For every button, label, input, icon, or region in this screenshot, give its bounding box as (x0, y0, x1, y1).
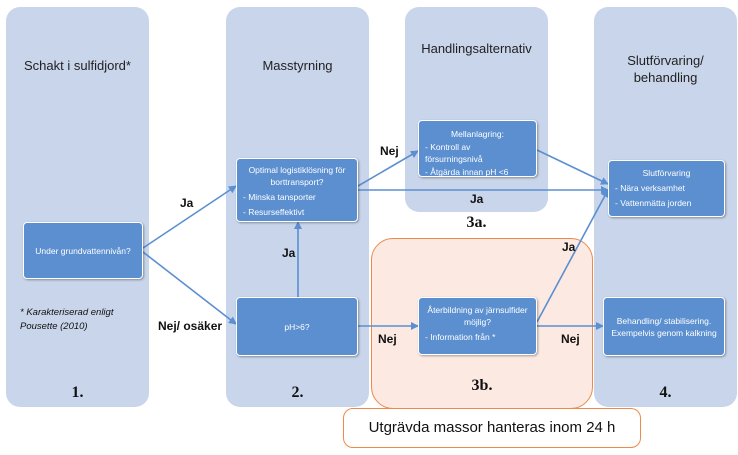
list-item: - Nära verksamhet (615, 183, 685, 193)
list-item: - Minska tansporter (243, 192, 316, 202)
arrow-grundvatten-to-ph (142, 251, 237, 325)
list-item: - Resurseffektivt (243, 207, 305, 217)
box-under-grundvattenniva: Under grundvattennivån? (23, 222, 143, 279)
box-slutforvaring-title: Slutförvaring (642, 168, 691, 178)
column-1: Schakt i sulfidjord* 1. (6, 7, 149, 407)
column-4-number: 4. (659, 384, 672, 401)
box-mellanlagring-title: Mellanlagring: (451, 129, 504, 139)
label-nej-3b-right: Nej (561, 332, 580, 346)
region-3b-number: 3b. (471, 377, 493, 394)
time-limit-box: Utgrävda massor hanteras inom 24 h (343, 408, 641, 448)
column-3a-title: Handlingsalternativ (421, 41, 532, 56)
column-2-title: Masstyrning (262, 58, 333, 73)
column-3a-number: 3a. (466, 214, 487, 231)
characterization-note: * Karakteriserad enligt Pousette (2010) (20, 307, 114, 332)
label-ja-mid: Ja (282, 246, 296, 260)
box-optimal-logistik: Optimal logistiklösning för borttranspor… (236, 158, 358, 222)
list-item: - Kontroll av försurningsnivå (425, 142, 483, 164)
box-aterbildning: Återbildning av järnsulfider möjlig? - I… (418, 297, 537, 355)
column-1-title: Schakt i sulfidjord* (24, 58, 131, 73)
box-behandling: Behandling/ stabilisering. Exempelvis ge… (603, 297, 725, 356)
label-nej-osaker: Nej/ osäker (158, 319, 223, 333)
label-nej-3b-left: Nej (378, 332, 397, 346)
list-item: - Information från * (425, 332, 496, 342)
label-nej-top: Nej (380, 144, 399, 158)
label-ja-left: Ja (180, 196, 194, 210)
box-ph: pH>6? (236, 297, 358, 356)
list-item: - Åtgärda innan pH <6 (425, 167, 509, 177)
box-aterbildning-title: Återbildning av järnsulfider möjlig? (427, 305, 528, 327)
box-optimal-logistik-title: Optimal logistiklösning för borttranspor… (248, 165, 346, 187)
column-4-title: Slutförvaring/ behandling (627, 53, 704, 85)
column-1-number: 1. (71, 384, 84, 401)
box-mellanlagring: Mellanlagring: - Kontroll av försurnings… (418, 120, 537, 177)
list-item: - Vattenmätta jorden (615, 198, 692, 208)
column-2-number: 2. (291, 384, 304, 401)
label-ja-under-3a: Ja (470, 192, 484, 206)
column-3a: Handlingsalternativ (405, 7, 548, 212)
label-ja-diagonal: Ja (562, 240, 576, 254)
box-slutforvaring: Slutförvaring - Nära verksamhet - Vatten… (608, 160, 725, 217)
